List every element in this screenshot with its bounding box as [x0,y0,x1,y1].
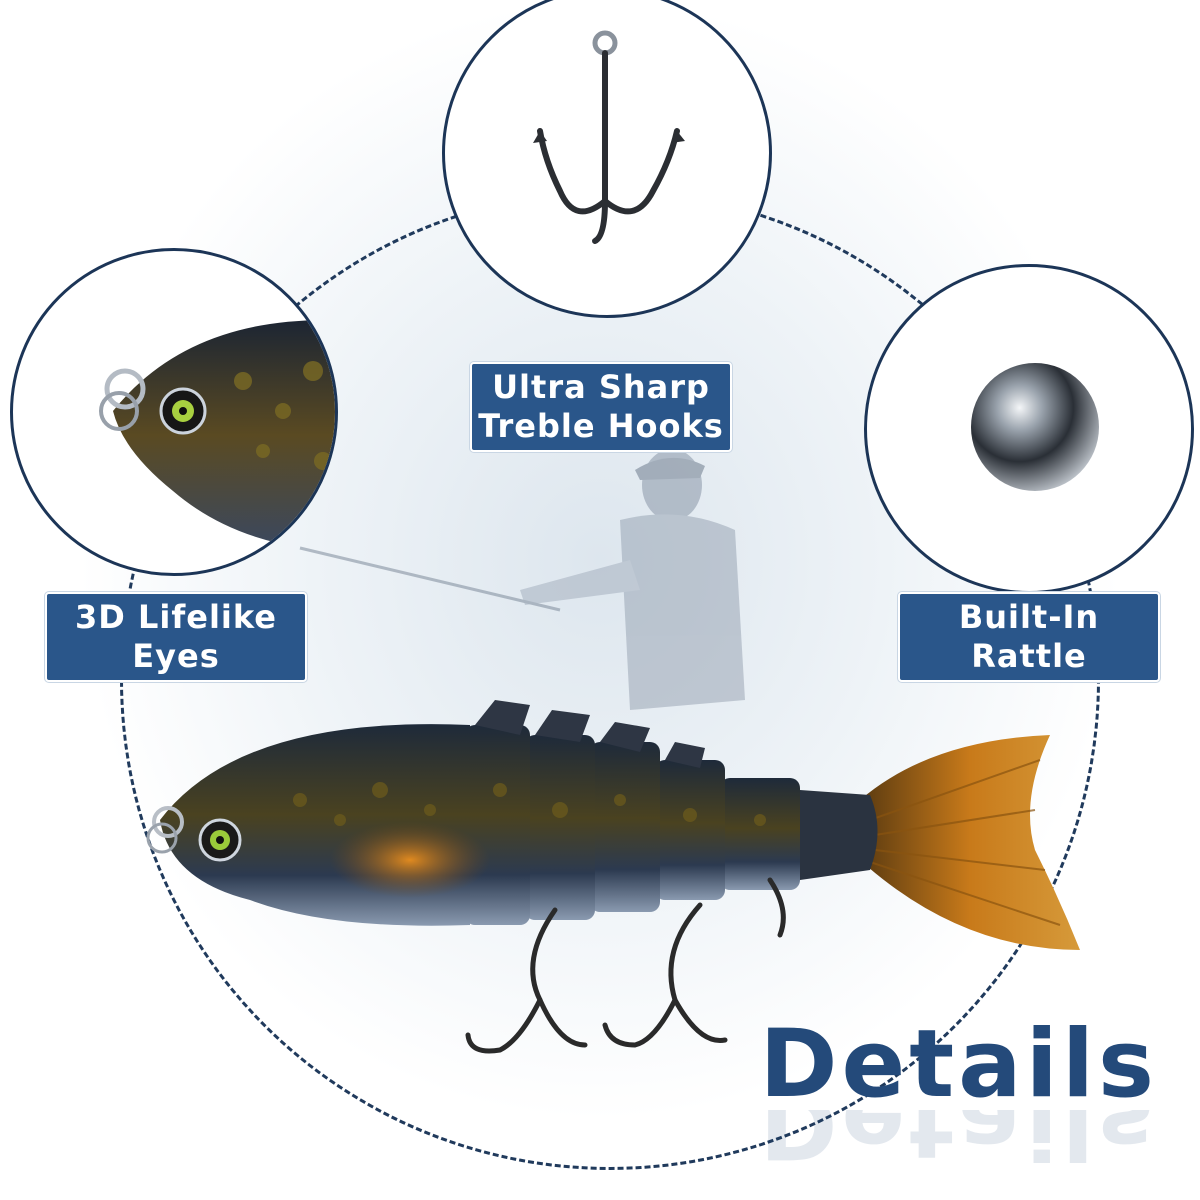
rattle-detail-circle [864,264,1194,594]
title-reflection: Details [759,1110,1158,1170]
hooks-label-line2: Treble Hooks [478,407,724,445]
eyes-label-line1: 3D Lifelike [74,598,277,636]
angler-silhouette [299,449,745,710]
lure-head-icon [99,320,335,551]
rattle-label-line2: Rattle [971,637,1087,675]
hooks-detail-circle [442,0,772,318]
rattle-label-line1: Built-In [958,598,1100,636]
eyes-detail-circle [10,248,338,576]
hooks-label-line1: Ultra Sharp [492,368,710,406]
steel-ball-icon [971,363,1099,491]
treble-hook-icon [533,30,685,244]
eyes-label-line2: Eyes [132,637,220,675]
hooks-feature-label: Ultra Sharp Treble Hooks [470,362,732,452]
page-title: Details [759,1010,1158,1119]
eyes-feature-label: 3D Lifelike Eyes [45,592,307,682]
rattle-feature-label: Built-In Rattle [898,592,1160,682]
swimbait-lure [146,700,1080,1054]
